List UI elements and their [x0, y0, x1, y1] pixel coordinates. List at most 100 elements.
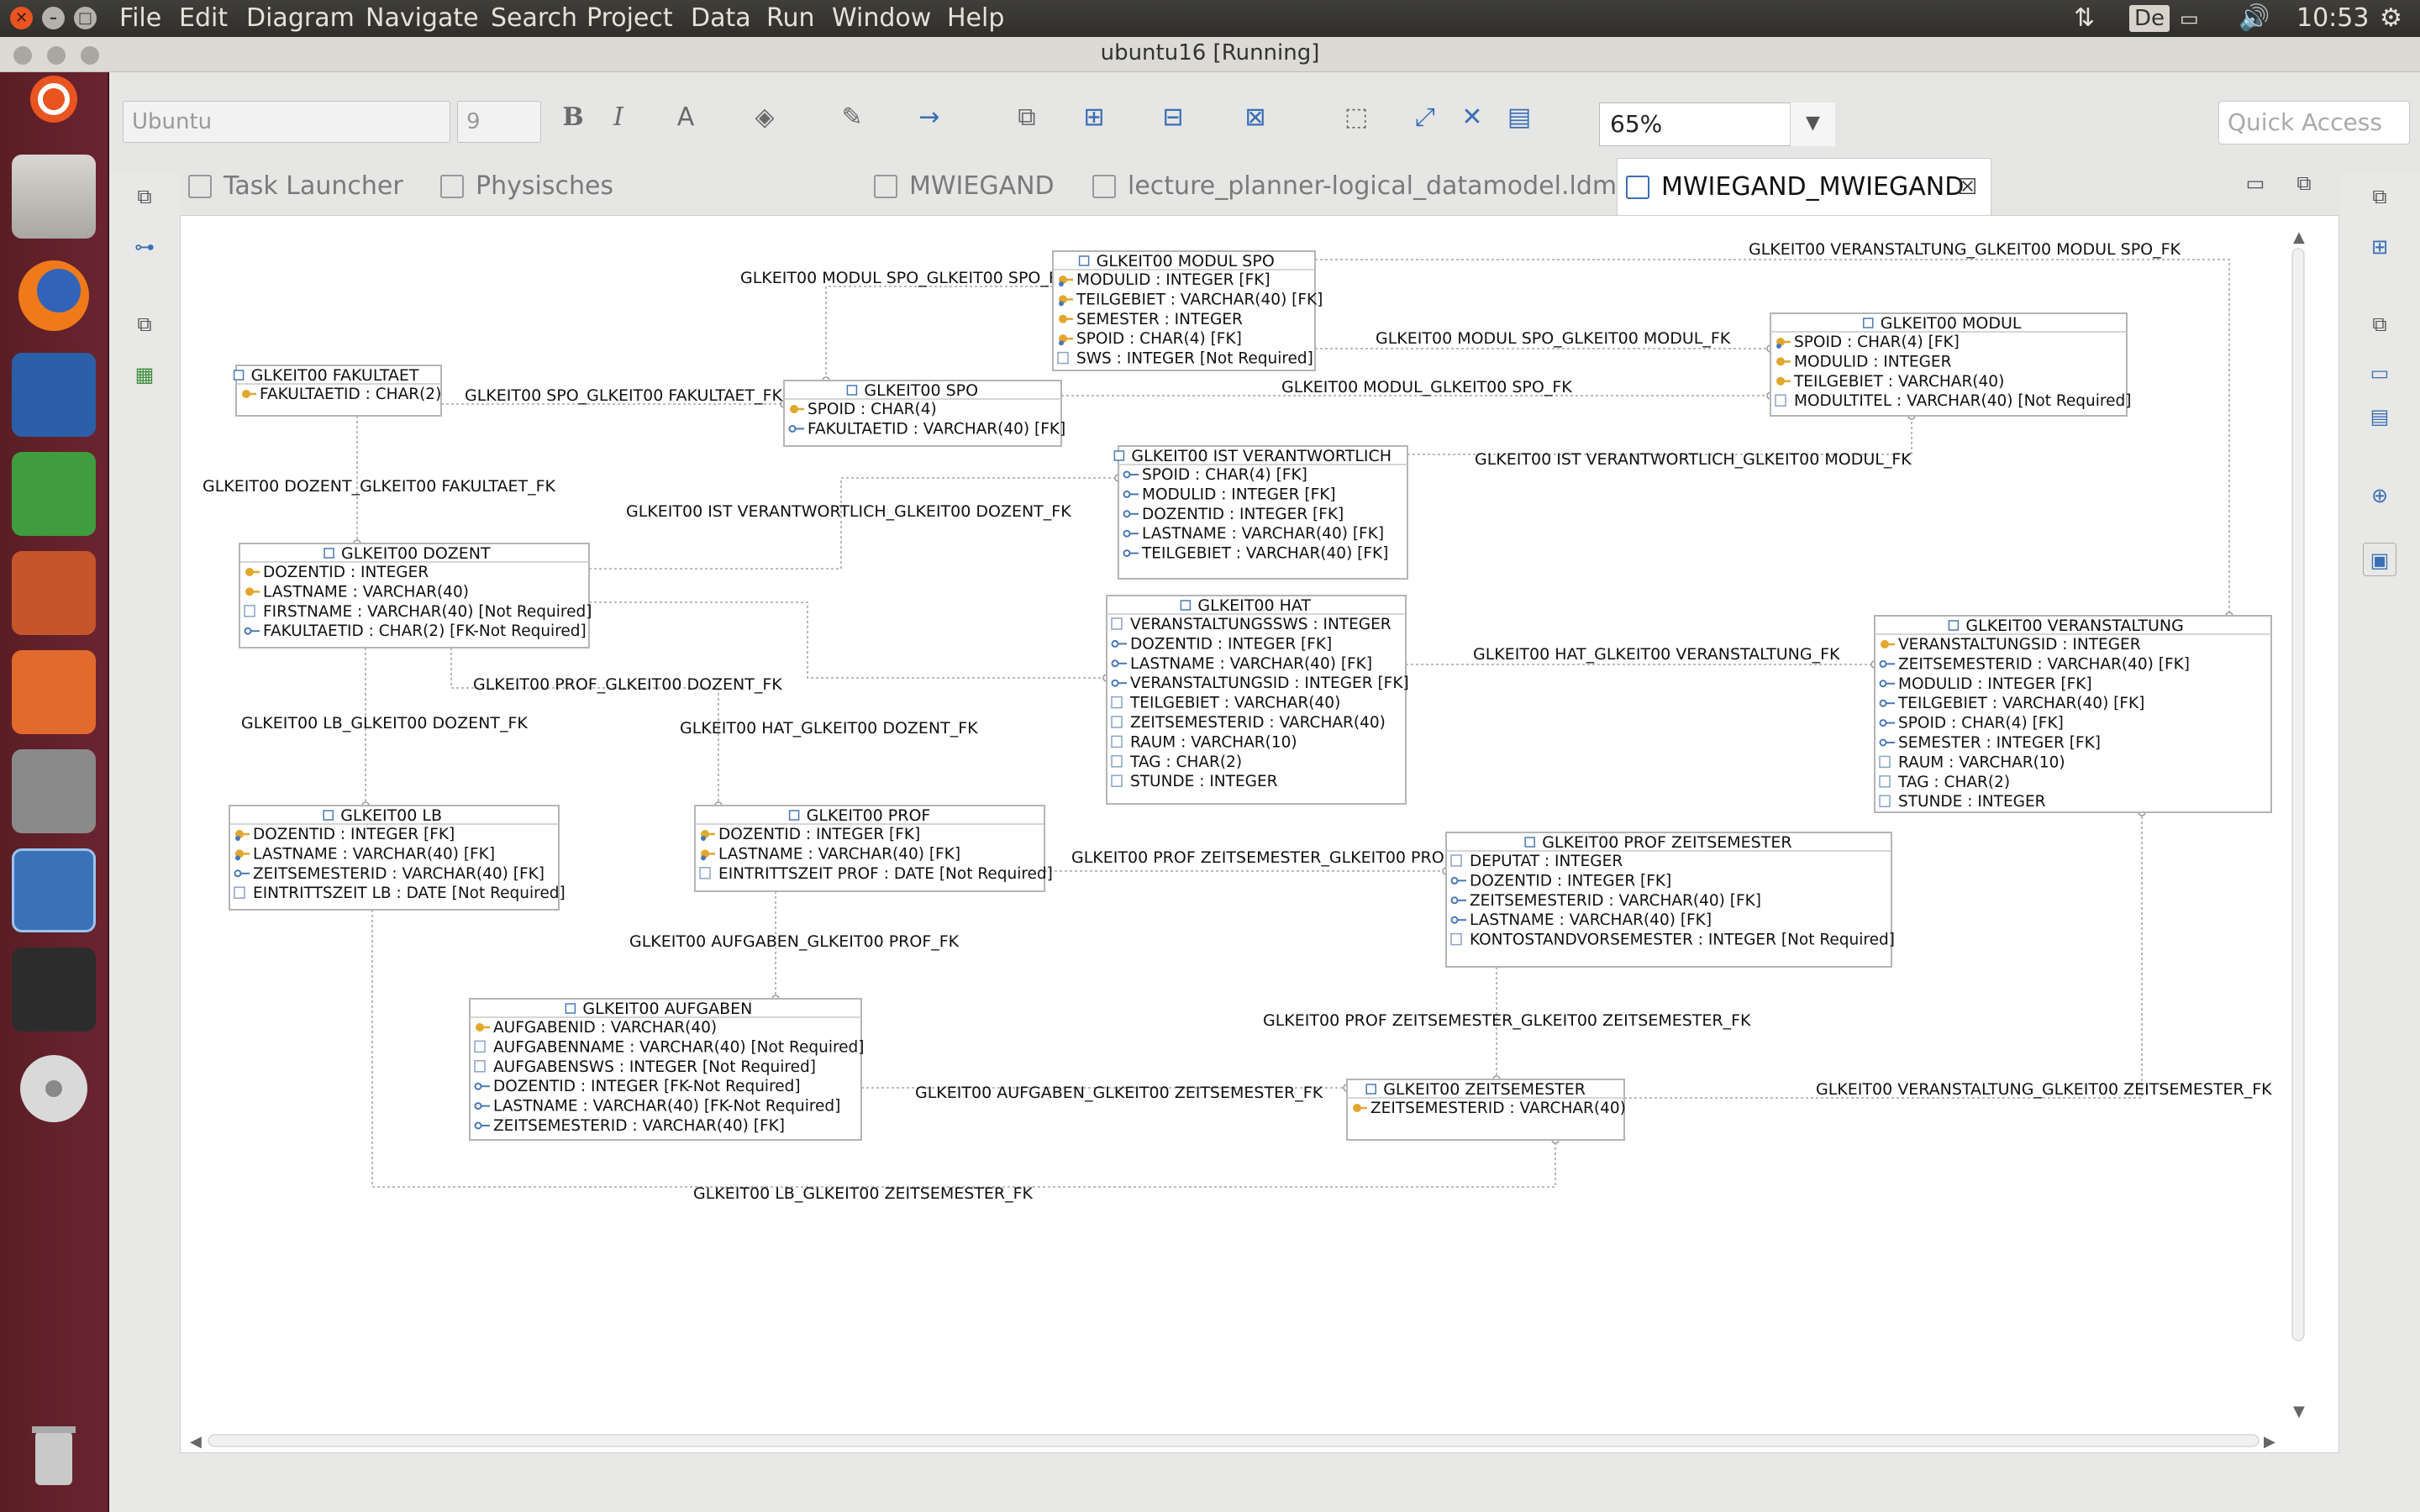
- horizontal-scrollbar[interactable]: ◀▶: [187, 1428, 2281, 1453]
- entity-box[interactable]: [1118, 445, 1408, 580]
- vm-close-button[interactable]: [13, 46, 32, 65]
- relationship-label[interactable]: GLKEIT00 AUFGABEN_GLKEIT00 PROF_FK: [629, 932, 960, 951]
- entity-box[interactable]: [1106, 595, 1407, 805]
- entity-box[interactable]: [1052, 250, 1316, 371]
- entity-box[interactable]: [1874, 615, 2272, 813]
- maximize-editor-icon[interactable]: ⧉: [2296, 171, 2312, 195]
- relationship-label[interactable]: GLKEIT00 LB_GLKEIT00 DOZENT_FK: [241, 714, 528, 732]
- relationship-line[interactable]: [589, 601, 1107, 679]
- arrange-all-icon[interactable]: ⊞: [1083, 102, 1105, 132]
- auto-size-icon[interactable]: ⬚: [1344, 102, 1369, 132]
- entity-box[interactable]: [235, 365, 442, 417]
- vertical-scrollbar[interactable]: ▲▼: [2286, 223, 2311, 1425]
- tab-mwiegand[interactable]: MWIEGAND: [865, 158, 1118, 215]
- menu-help[interactable]: Help: [947, 3, 1005, 33]
- relationship-label[interactable]: GLKEIT00 MODUL SPO_GLKEIT00 MODUL_FK: [1376, 329, 1731, 348]
- add-view-icon[interactable]: ⊕: [2370, 484, 2389, 507]
- battery-icon[interactable]: ▭: [2180, 7, 2199, 30]
- menu-data[interactable]: Data: [691, 3, 751, 33]
- relationship-label[interactable]: GLKEIT00 PROF ZEITSEMESTER_GLKEIT00 ZEIT…: [1263, 1011, 1751, 1030]
- entity-box[interactable]: [239, 543, 590, 648]
- menu-diagram[interactable]: Diagram: [246, 3, 355, 33]
- network-transfer-icon[interactable]: ⇅: [2074, 3, 2096, 33]
- firefox-icon[interactable]: [12, 254, 96, 338]
- layout-icon[interactable]: ⊠: [1244, 102, 1266, 132]
- quick-access-input[interactable]: Quick Access: [2218, 101, 2410, 144]
- restore-icon[interactable]: ⧉: [137, 185, 152, 208]
- font-size-select[interactable]: 9: [457, 101, 541, 143]
- hide-connections-icon[interactable]: ✕: [1461, 102, 1483, 132]
- line-color-icon[interactable]: ✎: [841, 102, 863, 132]
- relationship-label[interactable]: GLKEIT00 HAT_GLKEIT00 DOZENT_FK: [680, 719, 978, 738]
- line-style-icon[interactable]: →: [918, 102, 940, 132]
- settings-gear-icon[interactable]: ⚙: [2380, 3, 2402, 33]
- close-tab-icon[interactable]: ☒: [1957, 175, 1977, 200]
- fill-color-icon[interactable]: ◈: [755, 102, 775, 132]
- minimize-window-button[interactable]: –: [42, 7, 65, 29]
- entity-box[interactable]: [1445, 832, 1892, 968]
- vm-minimize-button[interactable]: [47, 46, 66, 65]
- tab-lecture-planner[interactable]: lecture_planner-logical_datamodel.ldm: [1084, 158, 1781, 215]
- outline-view-icon[interactable]: ⊶: [134, 235, 155, 259]
- vm-maximize-button[interactable]: [81, 46, 99, 65]
- align-icon[interactable]: ⊟: [1162, 102, 1184, 132]
- maximize-window-button[interactable]: □: [74, 7, 97, 29]
- entity-box[interactable]: [783, 380, 1062, 447]
- er-diagram[interactable]: GLKEIT00 MODUL SPO_GLKEIT00 SPO_FKGLKEIT…: [181, 216, 2340, 1454]
- properties-view-icon[interactable]: ▤: [2370, 405, 2390, 428]
- menu-window[interactable]: Window: [832, 3, 932, 33]
- entity-box[interactable]: [694, 805, 1045, 892]
- grid-icon[interactable]: ▤: [1507, 102, 1532, 132]
- table-view-icon[interactable]: ▭: [2370, 361, 2390, 385]
- files-icon[interactable]: [12, 155, 96, 239]
- relationship-label[interactable]: GLKEIT00 VERANSTALTUNG_GLKEIT00 ZEITSEME…: [1816, 1080, 2272, 1099]
- relationship-label[interactable]: GLKEIT00 DOZENT_GLKEIT00 FAKULTAET_FK: [203, 477, 555, 496]
- tab-mwiegand-mwiegand[interactable]: MWIEGAND_MWIEGAND☒: [1617, 158, 1991, 215]
- menu-file[interactable]: File: [119, 3, 162, 33]
- writer-icon[interactable]: [12, 353, 96, 437]
- menu-run[interactable]: Run: [766, 3, 815, 33]
- relationship-line[interactable]: [1624, 812, 2143, 1099]
- menu-project[interactable]: Project: [587, 3, 673, 33]
- terminal-icon[interactable]: [12, 948, 96, 1032]
- show-connections-icon[interactable]: ⤢: [1415, 102, 1435, 132]
- close-window-button[interactable]: ✕: [10, 7, 33, 29]
- tab-physisches-datenmodell[interactable]: Physisches Datenmodell1.dbm: [432, 158, 852, 258]
- software-center-icon[interactable]: [12, 650, 96, 734]
- minimize-editor-icon[interactable]: ▭: [2245, 171, 2265, 195]
- palette-view-icon[interactable]: ▦: [134, 363, 155, 386]
- bold-icon[interactable]: B: [562, 102, 584, 132]
- impress-icon[interactable]: [12, 551, 96, 635]
- volume-icon[interactable]: 🔊: [2238, 3, 2270, 33]
- font-color-icon[interactable]: A: [676, 102, 695, 132]
- data-sources-icon[interactable]: ▣: [2363, 543, 2396, 576]
- trash-icon[interactable]: [12, 1413, 96, 1497]
- data-modeler-icon[interactable]: [12, 848, 96, 932]
- restore-icon[interactable]: ⧉: [137, 312, 152, 336]
- copy-appearance-icon[interactable]: ⧉: [1018, 102, 1036, 132]
- relationship-line[interactable]: [371, 910, 1556, 1188]
- entity-box[interactable]: [229, 805, 560, 911]
- dvd-icon[interactable]: [12, 1047, 96, 1131]
- menu-search[interactable]: Search: [491, 3, 578, 33]
- relationship-label[interactable]: GLKEIT00 VERANSTALTUNG_GLKEIT00 MODUL SP…: [1749, 240, 2181, 259]
- relationship-label[interactable]: GLKEIT00 IST VERANTWORTLICH_GLKEIT00 DOZ…: [626, 502, 1071, 521]
- relationship-label[interactable]: GLKEIT00 HAT_GLKEIT00 VERANSTALTUNG_FK: [1473, 645, 1840, 664]
- clock[interactable]: 10:53: [2296, 3, 2370, 33]
- system-settings-icon[interactable]: [12, 749, 96, 833]
- relationship-label[interactable]: GLKEIT00 SPO_GLKEIT00 FAKULTAET_FK: [465, 386, 783, 405]
- entity-box[interactable]: [1770, 312, 2128, 417]
- relationship-line[interactable]: [1315, 259, 2230, 616]
